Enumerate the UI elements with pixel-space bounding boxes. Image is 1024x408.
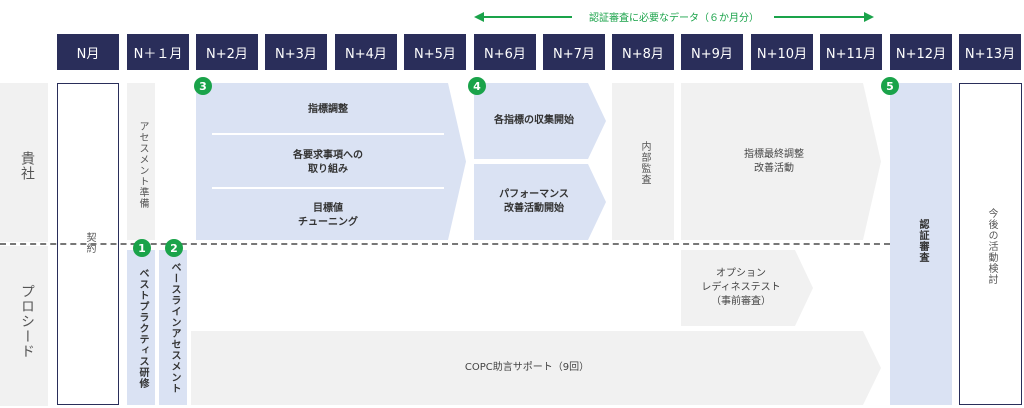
task-performance: パフォーマンス 改善活動開始: [474, 164, 606, 240]
month-header: N+2月: [196, 34, 258, 70]
best-practice-box: ベストプラクティス研修: [127, 250, 155, 405]
period-arrow: [474, 8, 874, 26]
month-header: N+12月: [890, 34, 952, 70]
month-header: N+10月: [751, 34, 813, 70]
row-divider: [0, 243, 890, 245]
divider-line: [212, 187, 444, 189]
step-badge: 3: [194, 77, 212, 95]
task-final-adjust: 指標最終調整 改善活動: [681, 83, 881, 240]
internal-audit-box: 内部監査: [612, 83, 674, 240]
month-header: N+3月: [265, 34, 327, 70]
month-header: N+9月: [681, 34, 743, 70]
phase-arrow-preparation: [196, 83, 466, 240]
next-plan-box: 今後の活動検討: [959, 83, 1022, 405]
month-header: N+7月: [543, 34, 605, 70]
assessment-prep-box: アセスメント準備: [127, 83, 155, 240]
task-copc-support: COPC助言サポート（9回）: [191, 331, 881, 405]
month-header: N+6月: [474, 34, 536, 70]
double-arrow-icon: [474, 12, 874, 22]
month-header: N+8月: [612, 34, 674, 70]
month-header: N+11月: [820, 34, 882, 70]
month-header: N＋１月: [127, 34, 189, 70]
task-requirements: 各要求事項への 取り組み: [293, 150, 363, 175]
row-label-client: 貴社: [0, 83, 48, 242]
step-badge: 4: [468, 77, 486, 95]
task-option-readiness: オプション レディネステスト （事前審査）: [681, 250, 813, 326]
month-header: N+5月: [404, 34, 466, 70]
period-label: 認証審査に必要なデータ（６か月分）: [589, 13, 759, 24]
row-label-proseed: プロシード: [0, 246, 48, 406]
task-target-tuning: 目標値 チューニング: [298, 203, 358, 228]
task-collection-start: 各指標の収集開始: [474, 83, 606, 159]
divider-line: [212, 133, 444, 135]
month-header: N+13月: [959, 34, 1021, 70]
step-badge: 1: [133, 239, 151, 257]
task-metric-adjust: 指標調整: [308, 104, 348, 115]
month-header: N月: [57, 34, 119, 70]
certification-box: 認証審査: [890, 83, 952, 405]
step-badge: 2: [165, 239, 183, 257]
baseline-box: ベースラインアセスメント: [159, 250, 187, 405]
month-header: N+4月: [335, 34, 397, 70]
step-badge: 5: [881, 77, 899, 95]
